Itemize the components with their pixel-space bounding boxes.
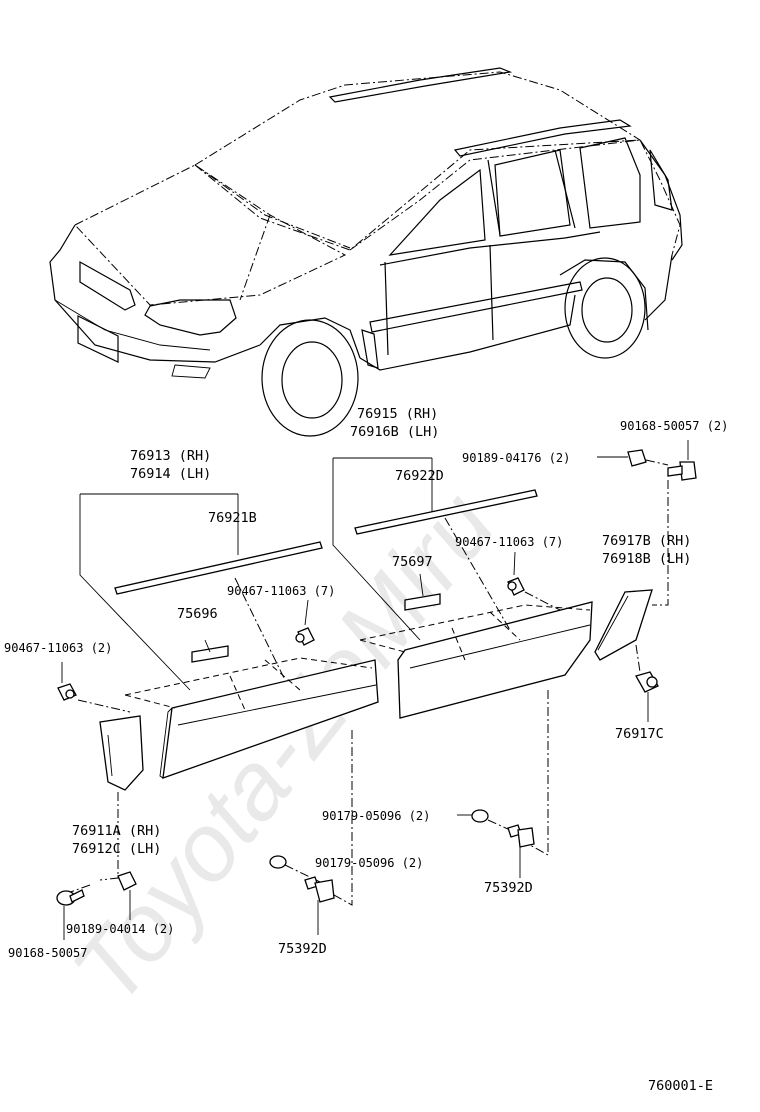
label-bolt-rear: 75392D bbox=[484, 880, 533, 896]
label-bolt-front: 75392D bbox=[278, 941, 327, 957]
clip-rear-piece bbox=[635, 671, 659, 693]
vehicle-illustration bbox=[49, 67, 683, 437]
label-tape-rear: 76922D bbox=[395, 468, 444, 484]
label-nut-top: 90189-04176 (2) bbox=[462, 451, 570, 465]
label-rear-piece-rh: 76917B (RH) bbox=[602, 533, 691, 549]
bolt-front bbox=[304, 876, 335, 903]
clip-rear-7 bbox=[507, 577, 525, 596]
nut-front-bottom bbox=[117, 871, 137, 891]
screw-rear-top bbox=[667, 461, 697, 481]
label-screw-bottom: 90168-50057 bbox=[8, 946, 87, 960]
label-front-moulding-lh: 76914 (LH) bbox=[130, 466, 211, 482]
label-clip-front-2: 90467-11063 (2) bbox=[4, 641, 112, 655]
part-labels: 76915 (RH) 76916B (LH) 76913 (RH) 76914 … bbox=[4, 406, 728, 1094]
label-front-moulding-rh: 76913 (RH) bbox=[130, 448, 211, 464]
screw-front-bottom bbox=[56, 889, 85, 906]
label-front-piece-lh: 76912C (LH) bbox=[72, 841, 161, 857]
rear-moulding-group bbox=[332, 457, 593, 878]
label-screw-top: 90168-50057 (2) bbox=[620, 419, 728, 433]
label-front-piece-rh: 76911A (RH) bbox=[72, 823, 161, 839]
label-grommet-front: 90179-05096 (2) bbox=[315, 856, 423, 870]
label-rear-moulding-rh: 76915 (RH) bbox=[357, 406, 438, 422]
rear-end-piece-group bbox=[594, 440, 697, 722]
label-pad-rear: 75697 bbox=[392, 554, 433, 570]
clip-front-7 bbox=[295, 627, 315, 646]
grommet-front bbox=[269, 855, 287, 869]
nut-rear-top bbox=[627, 449, 647, 467]
grommet-rear bbox=[471, 809, 489, 823]
bolt-rear bbox=[507, 824, 535, 848]
label-grommet-rear: 90179-05096 (2) bbox=[322, 809, 430, 823]
label-rear-moulding-lh: 76916B (LH) bbox=[350, 424, 439, 440]
label-rear-piece-clip: 76917C bbox=[615, 726, 664, 742]
clip-front-2 bbox=[57, 683, 77, 701]
label-rear-piece-lh: 76918B (LH) bbox=[602, 551, 691, 567]
label-clip-rear-7: 90467-11063 (7) bbox=[455, 535, 563, 549]
label-pad-front: 75696 bbox=[177, 606, 218, 622]
label-tape-front: 76921B bbox=[208, 510, 257, 526]
label-nut-bottom: 90189-04014 (2) bbox=[66, 922, 174, 936]
figure-code: 760001-E bbox=[648, 1078, 713, 1094]
front-moulding-group bbox=[56, 493, 379, 940]
label-clip-front-7: 90467-11063 (7) bbox=[227, 584, 335, 598]
